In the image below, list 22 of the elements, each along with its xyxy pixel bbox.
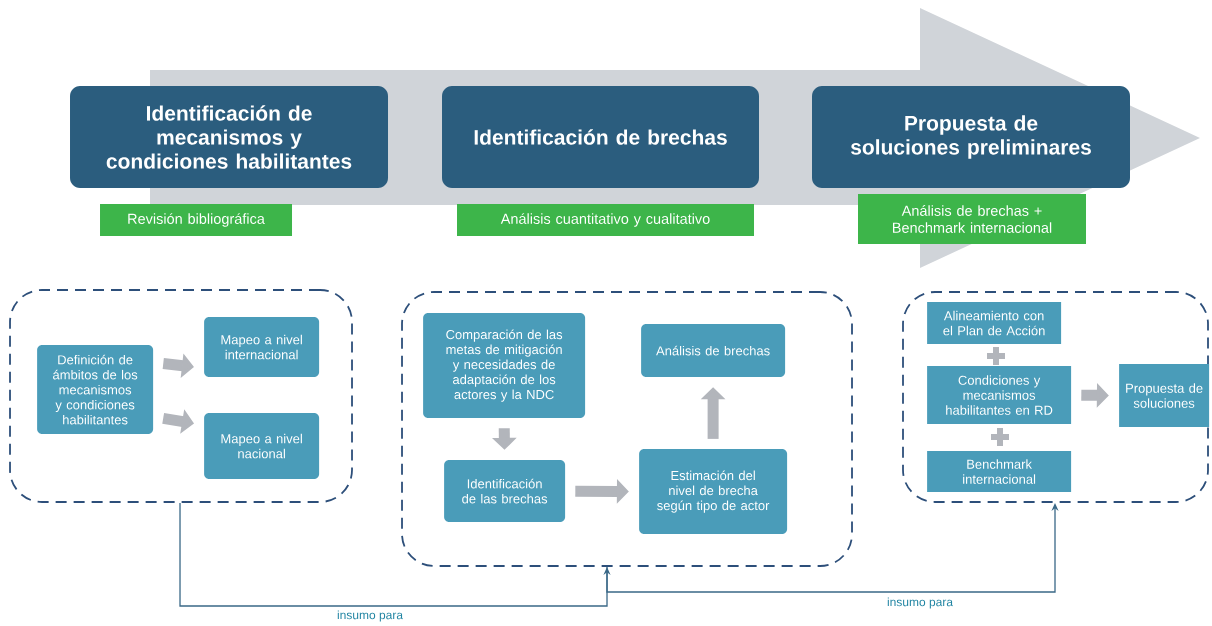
process-box: Mapeo a nivel nacional xyxy=(204,413,320,480)
process-box: Propuesta de soluciones xyxy=(1119,364,1210,428)
process-box: Benchmark internacional xyxy=(927,451,1072,493)
process-box: Alineamiento con el Plan de Acción xyxy=(927,302,1062,345)
method-box: Revisión bibliográfica xyxy=(100,204,292,236)
process-box: Mapeo a nivel internacional xyxy=(204,317,320,378)
stage-box: Propuesta de soluciones preliminares xyxy=(812,86,1130,188)
process-box: Identificación de las brechas xyxy=(444,460,566,523)
process-box: Definición de ámbitos de los mecanismos y condiciones habilitantes xyxy=(37,345,154,435)
method-box: Análisis cuantitativo y cualitativo xyxy=(457,204,754,236)
dashed-group-box xyxy=(902,291,1209,503)
method-box: Análisis de brechas + Benchmark internacional xyxy=(858,194,1086,244)
process-box: Estimación del nivel de brecha según tipo de actor xyxy=(639,449,788,535)
stage-box: Identificación de mecanismos y condiciones habilitantes xyxy=(70,86,388,188)
dashed-group-box xyxy=(9,289,353,503)
dashed-group-box xyxy=(401,291,853,567)
process-box: Análisis de brechas xyxy=(641,324,786,378)
stage-box: Identificación de brechas xyxy=(442,86,759,188)
process-box: Comparación de las metas de mitigación y necesidades de adaptación de los actores y la NDC xyxy=(423,313,586,419)
process-box: Condiciones y mecanismos habilitantes en RD xyxy=(927,366,1072,425)
edge-label: insumo para xyxy=(336,609,405,623)
edge-label: insumo para xyxy=(886,596,954,610)
